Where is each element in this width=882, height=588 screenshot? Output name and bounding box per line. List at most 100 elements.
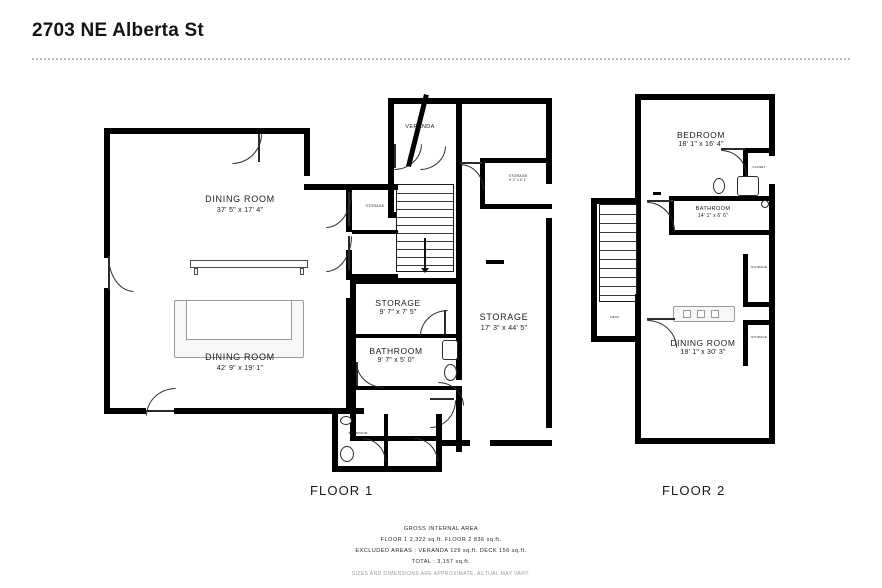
wall-segment bbox=[304, 184, 352, 190]
room-label-deck: DECK bbox=[610, 315, 620, 319]
stair-tread bbox=[397, 201, 453, 202]
wall-segment bbox=[350, 386, 462, 390]
room-label-storage-mid: STORAGE 9' 7" x 7' 5" bbox=[375, 298, 421, 316]
stair-tread bbox=[397, 209, 453, 210]
floor-1-plan: DINING ROOM 37' 5" x 17' 4" DINING ROOM … bbox=[90, 88, 552, 473]
wall-segment bbox=[346, 298, 352, 414]
wall-segment bbox=[350, 278, 462, 284]
wall-segment bbox=[350, 278, 356, 440]
furniture-dining-chair bbox=[697, 310, 705, 318]
wall-segment bbox=[635, 294, 641, 320]
wall-segment bbox=[460, 98, 552, 104]
fixture-shower bbox=[737, 176, 759, 196]
wall-segment bbox=[104, 288, 110, 414]
door-leaf bbox=[444, 310, 446, 334]
wall-segment bbox=[104, 128, 110, 258]
door-leaf bbox=[348, 192, 350, 226]
furniture-dining-chair bbox=[711, 310, 719, 318]
wall-segment bbox=[456, 388, 462, 452]
room-label-bathroom-small: BATHROOM 5' 1" x 4' 2" bbox=[348, 431, 368, 439]
footer-total-area: TOTAL : 3,157 sq.ft. bbox=[411, 558, 471, 565]
door-arc bbox=[362, 438, 386, 462]
wall-segment bbox=[669, 196, 674, 234]
furniture-dining-chair bbox=[683, 310, 691, 318]
wall-segment bbox=[388, 98, 394, 218]
floor-1-caption: FLOOR 1 bbox=[310, 483, 374, 498]
wall-segment bbox=[384, 414, 388, 472]
footer-floor-areas: FLOOR 1 2,322 sq.ft. FLOOR 2 836 sq.ft. bbox=[380, 536, 502, 543]
wall-segment bbox=[669, 196, 775, 201]
furniture-table-leg bbox=[194, 268, 198, 275]
room-label-storage-small: STORAGE bbox=[365, 204, 385, 208]
wall-segment bbox=[352, 230, 398, 234]
door-leaf bbox=[394, 144, 396, 168]
wall-marker bbox=[486, 260, 504, 264]
wall-segment bbox=[436, 414, 442, 472]
door-leaf bbox=[721, 148, 745, 150]
wall-segment bbox=[635, 438, 775, 444]
room-label-storage-b: STORAGE bbox=[750, 335, 768, 339]
wall-segment bbox=[591, 336, 639, 342]
wall-segment bbox=[743, 148, 775, 153]
door-leaf bbox=[460, 162, 482, 164]
fixture-toilet bbox=[340, 416, 352, 425]
stair-tread bbox=[600, 277, 636, 278]
floor-2-caption: FLOOR 2 bbox=[662, 483, 726, 498]
room-label-bedroom: BEDROOM 18' 1" x 16' 4" bbox=[676, 130, 726, 148]
door-arc bbox=[414, 438, 438, 462]
floor-2-plan: BEDROOM 18' 1" x 16' 4" CLOSET BATHROOM … bbox=[585, 88, 815, 473]
wall-segment bbox=[769, 94, 775, 156]
stair-tread bbox=[600, 259, 636, 260]
wall-segment bbox=[635, 94, 775, 100]
wall-segment bbox=[304, 128, 310, 176]
stair-tread bbox=[397, 233, 453, 234]
wall-segment bbox=[436, 440, 470, 446]
door-leaf bbox=[348, 236, 350, 270]
stair-tread bbox=[600, 214, 636, 215]
stair-tread bbox=[600, 223, 636, 224]
wall-segment bbox=[350, 334, 462, 338]
door-leaf bbox=[258, 134, 260, 162]
door-leaf bbox=[146, 410, 174, 412]
wall-segment bbox=[743, 302, 775, 307]
furniture-table bbox=[190, 260, 308, 268]
footer: GROSS INTERNAL AREA FLOOR 1 2,322 sq.ft.… bbox=[0, 524, 882, 577]
stair-tread bbox=[600, 268, 636, 269]
room-label-storage-upper: STORAGE 9' 2" x 6' 1" bbox=[508, 174, 528, 183]
header-divider bbox=[32, 58, 850, 60]
stair-tread bbox=[397, 217, 453, 218]
furniture-table-leg bbox=[300, 268, 304, 275]
wall-segment bbox=[743, 320, 748, 366]
door-leaf bbox=[647, 200, 673, 202]
wall-segment bbox=[743, 254, 748, 306]
stair-tread bbox=[600, 286, 636, 287]
footer-excluded-areas: EXCLUDED AREAS : VERANDA 129 sq.ft. DECK… bbox=[355, 547, 527, 554]
stair-tread bbox=[600, 241, 636, 242]
wall-segment bbox=[480, 204, 552, 209]
wall-segment bbox=[490, 440, 552, 446]
footer-disclaimer: SIZES AND DIMENSIONS ARE APPROXIMATE, AC… bbox=[351, 570, 531, 577]
stair-direction-arrow-head bbox=[421, 268, 429, 273]
wall-segment bbox=[743, 320, 775, 325]
door-arc bbox=[356, 362, 384, 388]
door-leaf bbox=[108, 256, 110, 290]
wall-segment bbox=[546, 218, 552, 428]
wall-segment bbox=[591, 198, 639, 204]
wall-marker bbox=[653, 192, 661, 195]
fixture-toilet bbox=[713, 178, 725, 194]
fixture-toilet bbox=[444, 364, 457, 381]
wall-segment bbox=[456, 98, 462, 202]
page-title: 2703 NE Alberta St bbox=[32, 20, 204, 41]
stair-tread bbox=[600, 232, 636, 233]
wall-segment bbox=[104, 408, 146, 414]
wall-segment bbox=[635, 94, 641, 198]
wall-segment bbox=[591, 198, 597, 336]
door-leaf bbox=[356, 362, 358, 386]
door-arc bbox=[647, 320, 677, 348]
door-arc bbox=[108, 256, 134, 292]
stair-tread bbox=[397, 193, 453, 194]
wall-segment bbox=[635, 198, 641, 444]
stair-tread bbox=[600, 295, 636, 296]
room-label-dining-floor2: DINING ROOM 18' 1" x 30' 3" bbox=[670, 338, 736, 356]
wall-segment bbox=[104, 128, 310, 134]
